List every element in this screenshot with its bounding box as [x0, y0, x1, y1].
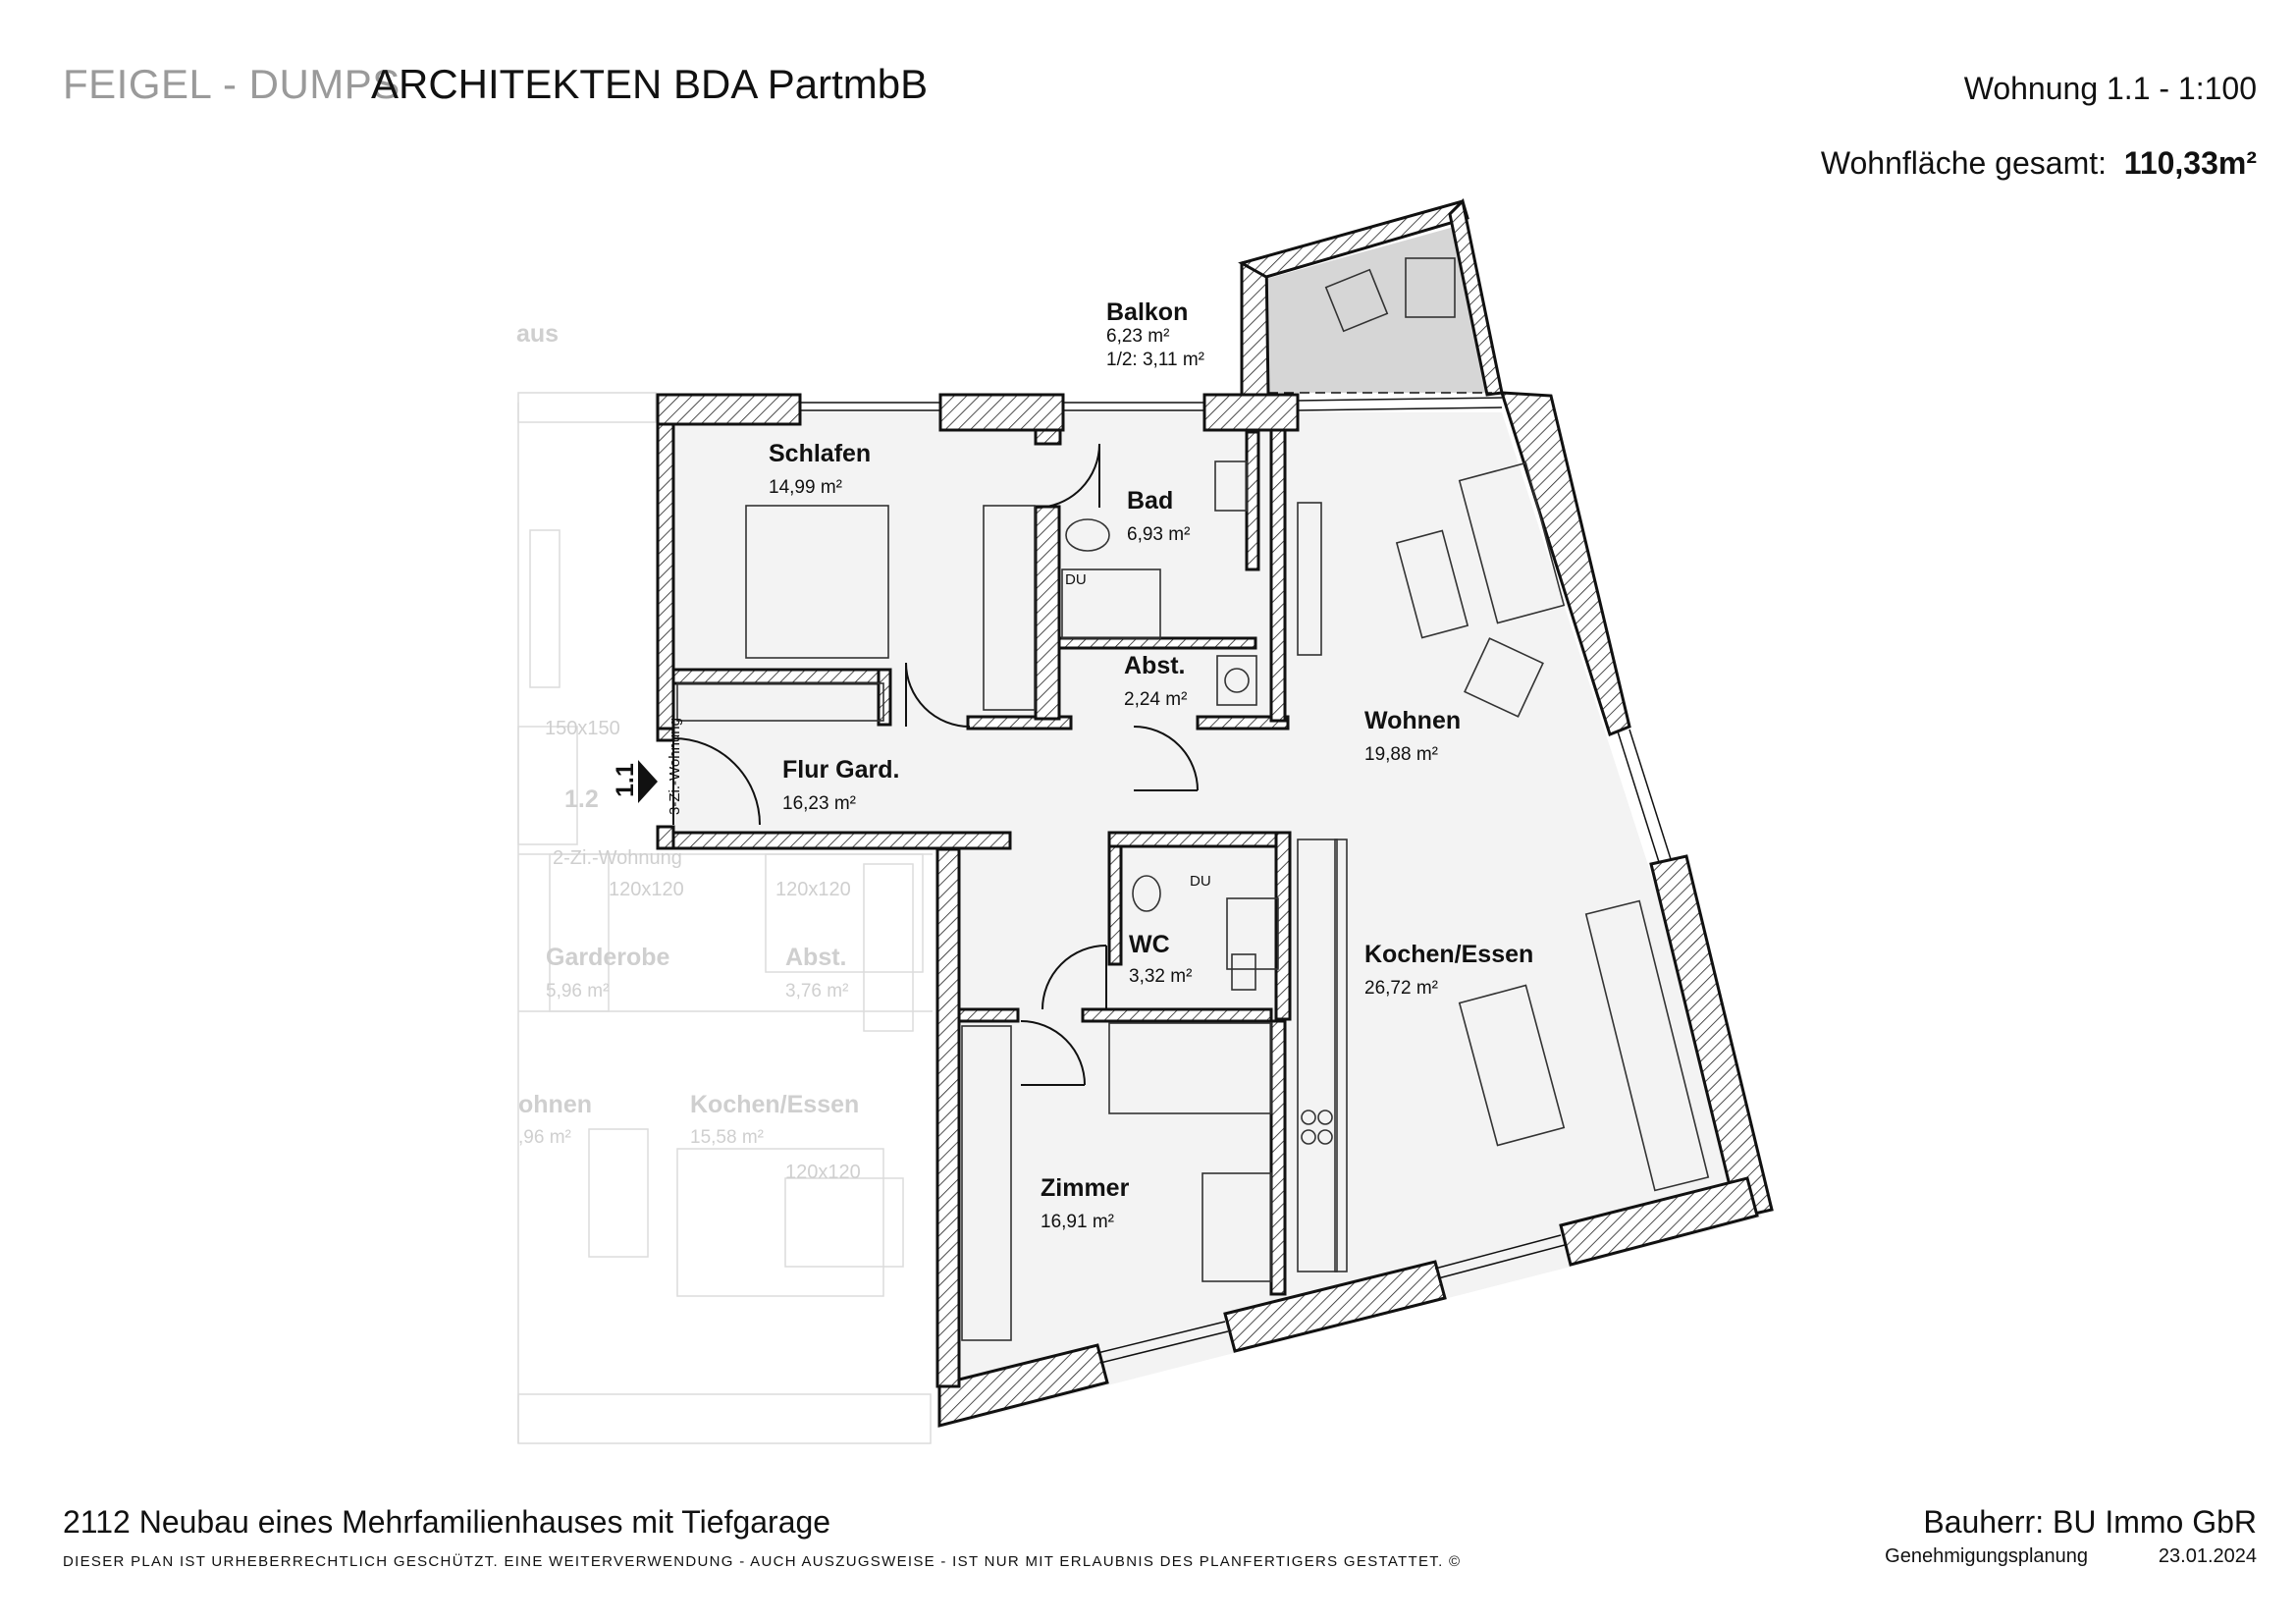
shower-wc-icon	[1226, 897, 1279, 970]
label-du-bad: DU	[1065, 571, 1087, 588]
room-area-schlafen: 14,99 m²	[769, 477, 842, 498]
wardrobe-schlafen	[983, 505, 1036, 711]
toilet-bad-icon	[1065, 518, 1110, 552]
apartment-floor	[672, 412, 1762, 1429]
unit-type: 3-Zi.-Wohnung	[667, 718, 683, 815]
armchair-left-icon	[1395, 529, 1469, 639]
wardrobe-zimmer	[961, 1025, 1012, 1341]
kitchen-unit	[1297, 839, 1338, 1272]
ghost-garderobe-name: Garderobe	[546, 944, 670, 971]
ghost-wohnen-name: ohnen	[518, 1091, 592, 1118]
room-name-flur: Flur Gard.	[782, 756, 899, 784]
sink-bad-icon	[1214, 460, 1248, 512]
client-name: Bauherr: BU Immo GbR	[1923, 1504, 2257, 1540]
neighbour-unit-ghost	[517, 392, 933, 1444]
room-name-zimmer: Zimmer	[1041, 1174, 1130, 1202]
ghost-label-aus: aus	[516, 320, 559, 348]
ghost-unit-number: 1.2	[564, 785, 599, 813]
room-area-wohnen: 19,88 m²	[1364, 744, 1438, 765]
entrance-arrow-icon	[638, 760, 658, 803]
windows	[800, 392, 1672, 1364]
unit-number: 1.1	[612, 763, 639, 797]
ghost-window-120-a: 120x120	[609, 879, 684, 900]
exterior-walls	[656, 197, 1774, 1428]
label-du-wc: DU	[1190, 873, 1211, 890]
shower-bad-icon	[1061, 568, 1161, 639]
room-name-kochen: Kochen/Essen	[1364, 941, 1533, 968]
sofa-icon	[1458, 461, 1566, 624]
plan-status: Genehmigungsplanung	[1885, 1545, 2088, 1567]
ghost-garderobe-area: 5,96 m²	[546, 981, 609, 1001]
ghost-wohnen-area: ,96 m²	[518, 1127, 571, 1148]
room-name-balkon: Balkon	[1106, 298, 1188, 326]
ghost-abst-area: 3,76 m²	[785, 981, 848, 1001]
balcony-floor	[1245, 226, 1497, 393]
toilet-wc-icon	[1132, 875, 1161, 912]
room-name-wohnen: Wohnen	[1364, 707, 1461, 734]
kitchen-island	[1584, 899, 1710, 1192]
room-area-balkon-half: 1/2: 3,11 m²	[1106, 350, 1204, 370]
sideboard-wohnen	[1297, 502, 1322, 656]
room-name-abst: Abst.	[1124, 652, 1186, 679]
kitchen-counter	[1334, 839, 1348, 1272]
project-title: 2112 Neubau eines Mehrfamilienhauses mit…	[63, 1504, 831, 1540]
firm-name-prefix: FEIGEL - DUMPS	[63, 61, 400, 107]
room-name-wc: WC	[1129, 931, 1170, 958]
copyright-notice: DIESER PLAN IST URHEBERRECHTLICH GESCHÜT…	[63, 1553, 1462, 1570]
room-area-wc: 3,32 m²	[1129, 966, 1192, 987]
washer-icon	[1216, 655, 1257, 706]
room-area-zimmer: 16,91 m²	[1041, 1212, 1114, 1232]
ghost-window-150: 150x150	[545, 718, 620, 739]
room-area-balkon: 6,23 m²	[1106, 326, 1169, 347]
ghost-kochen-name: Kochen/Essen	[690, 1091, 859, 1118]
total-living-area: Wohnfläche gesamt: 110,33m²	[1821, 145, 2257, 182]
plan-date: 23.01.2024	[2158, 1545, 2257, 1567]
ghost-abst-name: Abst.	[785, 944, 847, 971]
room-name-bad: Bad	[1127, 487, 1173, 514]
room-area-abst: 2,24 m²	[1124, 689, 1187, 710]
ghost-unit-type: 2-Zi.-Wohnung	[553, 847, 682, 869]
balcony-chair-right	[1405, 257, 1456, 318]
bed-zimmer	[1108, 1022, 1272, 1114]
ghost-kochen-area: 15,58 m²	[690, 1127, 764, 1148]
armchair-right-icon	[1464, 637, 1544, 718]
stove-icon	[1301, 1110, 1316, 1125]
total-area-value: 110,33m²	[2123, 145, 2257, 181]
total-area-label: Wohnfläche gesamt:	[1820, 145, 2107, 181]
dining-table-icon	[1458, 984, 1566, 1147]
room-area-kochen: 26,72 m²	[1364, 978, 1438, 999]
doors	[672, 443, 1199, 1086]
wardrobe-flur	[676, 682, 884, 722]
desk-zimmer	[1201, 1172, 1272, 1282]
interior-walls	[671, 428, 1292, 1296]
ghost-window-120-b: 120x120	[775, 879, 851, 900]
ghost-window-120-c: 120x120	[785, 1162, 861, 1183]
sheet-title: Wohnung 1.1 - 1:100	[1963, 71, 2257, 106]
furniture	[676, 257, 1710, 1341]
balcony-chair-left	[1324, 268, 1389, 333]
room-area-flur: 16,23 m²	[782, 793, 856, 814]
room-name-schlafen: Schlafen	[769, 440, 871, 467]
room-area-bad: 6,93 m²	[1127, 524, 1190, 545]
sink-wc-icon	[1231, 953, 1256, 991]
bed-schlafen	[745, 505, 889, 659]
firm-name: ARCHITEKTEN BDA PartmbB	[371, 61, 929, 107]
